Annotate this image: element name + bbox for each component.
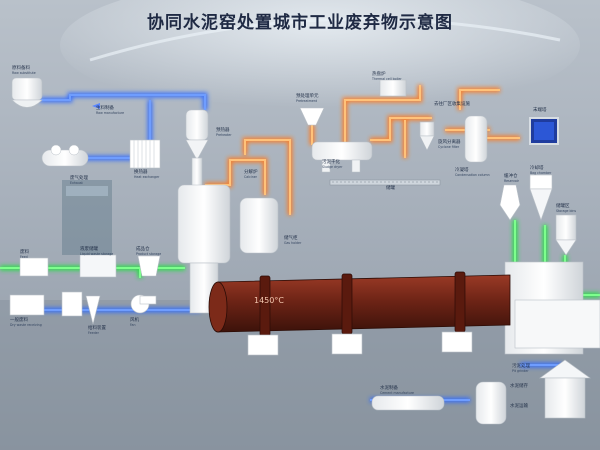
tail-cube — [529, 117, 559, 145]
rotary-kiln — [208, 271, 511, 356]
raw-mfg-arrow — [92, 103, 100, 109]
ceiling-arc — [89, 17, 561, 62]
diagram-title: 协同水泥窑处置城市工业废弃物示意图 — [147, 13, 453, 33]
label-cement-store: 水泥储存 — [510, 384, 528, 389]
right-tower — [499, 174, 600, 355]
heat-exchanger — [129, 139, 161, 169]
kiln-temperature: 1450°C — [254, 296, 284, 305]
cement-equipment — [371, 359, 591, 425]
conveyor-belt — [329, 179, 441, 186]
left-bottom-equipment — [9, 254, 161, 325]
condenser-column — [464, 115, 488, 163]
label-tail-gas: 末端塔 — [533, 108, 547, 113]
cyclone-separator — [419, 121, 435, 151]
window-reflection — [62, 180, 112, 255]
calciner — [239, 197, 279, 254]
sludge-dryer — [311, 141, 373, 173]
hot-disk-boiler — [379, 79, 407, 97]
raw-silo — [11, 77, 43, 108]
label-to-plant: 去往厂区收集设施 — [434, 102, 470, 107]
gas-tanks — [41, 144, 89, 167]
label-boiler: 储罐 — [386, 186, 395, 191]
ceiling-glow — [60, 0, 580, 115]
label-cement-ship: 水泥运输 — [510, 404, 528, 409]
pretreatment-funnel — [299, 107, 325, 126]
